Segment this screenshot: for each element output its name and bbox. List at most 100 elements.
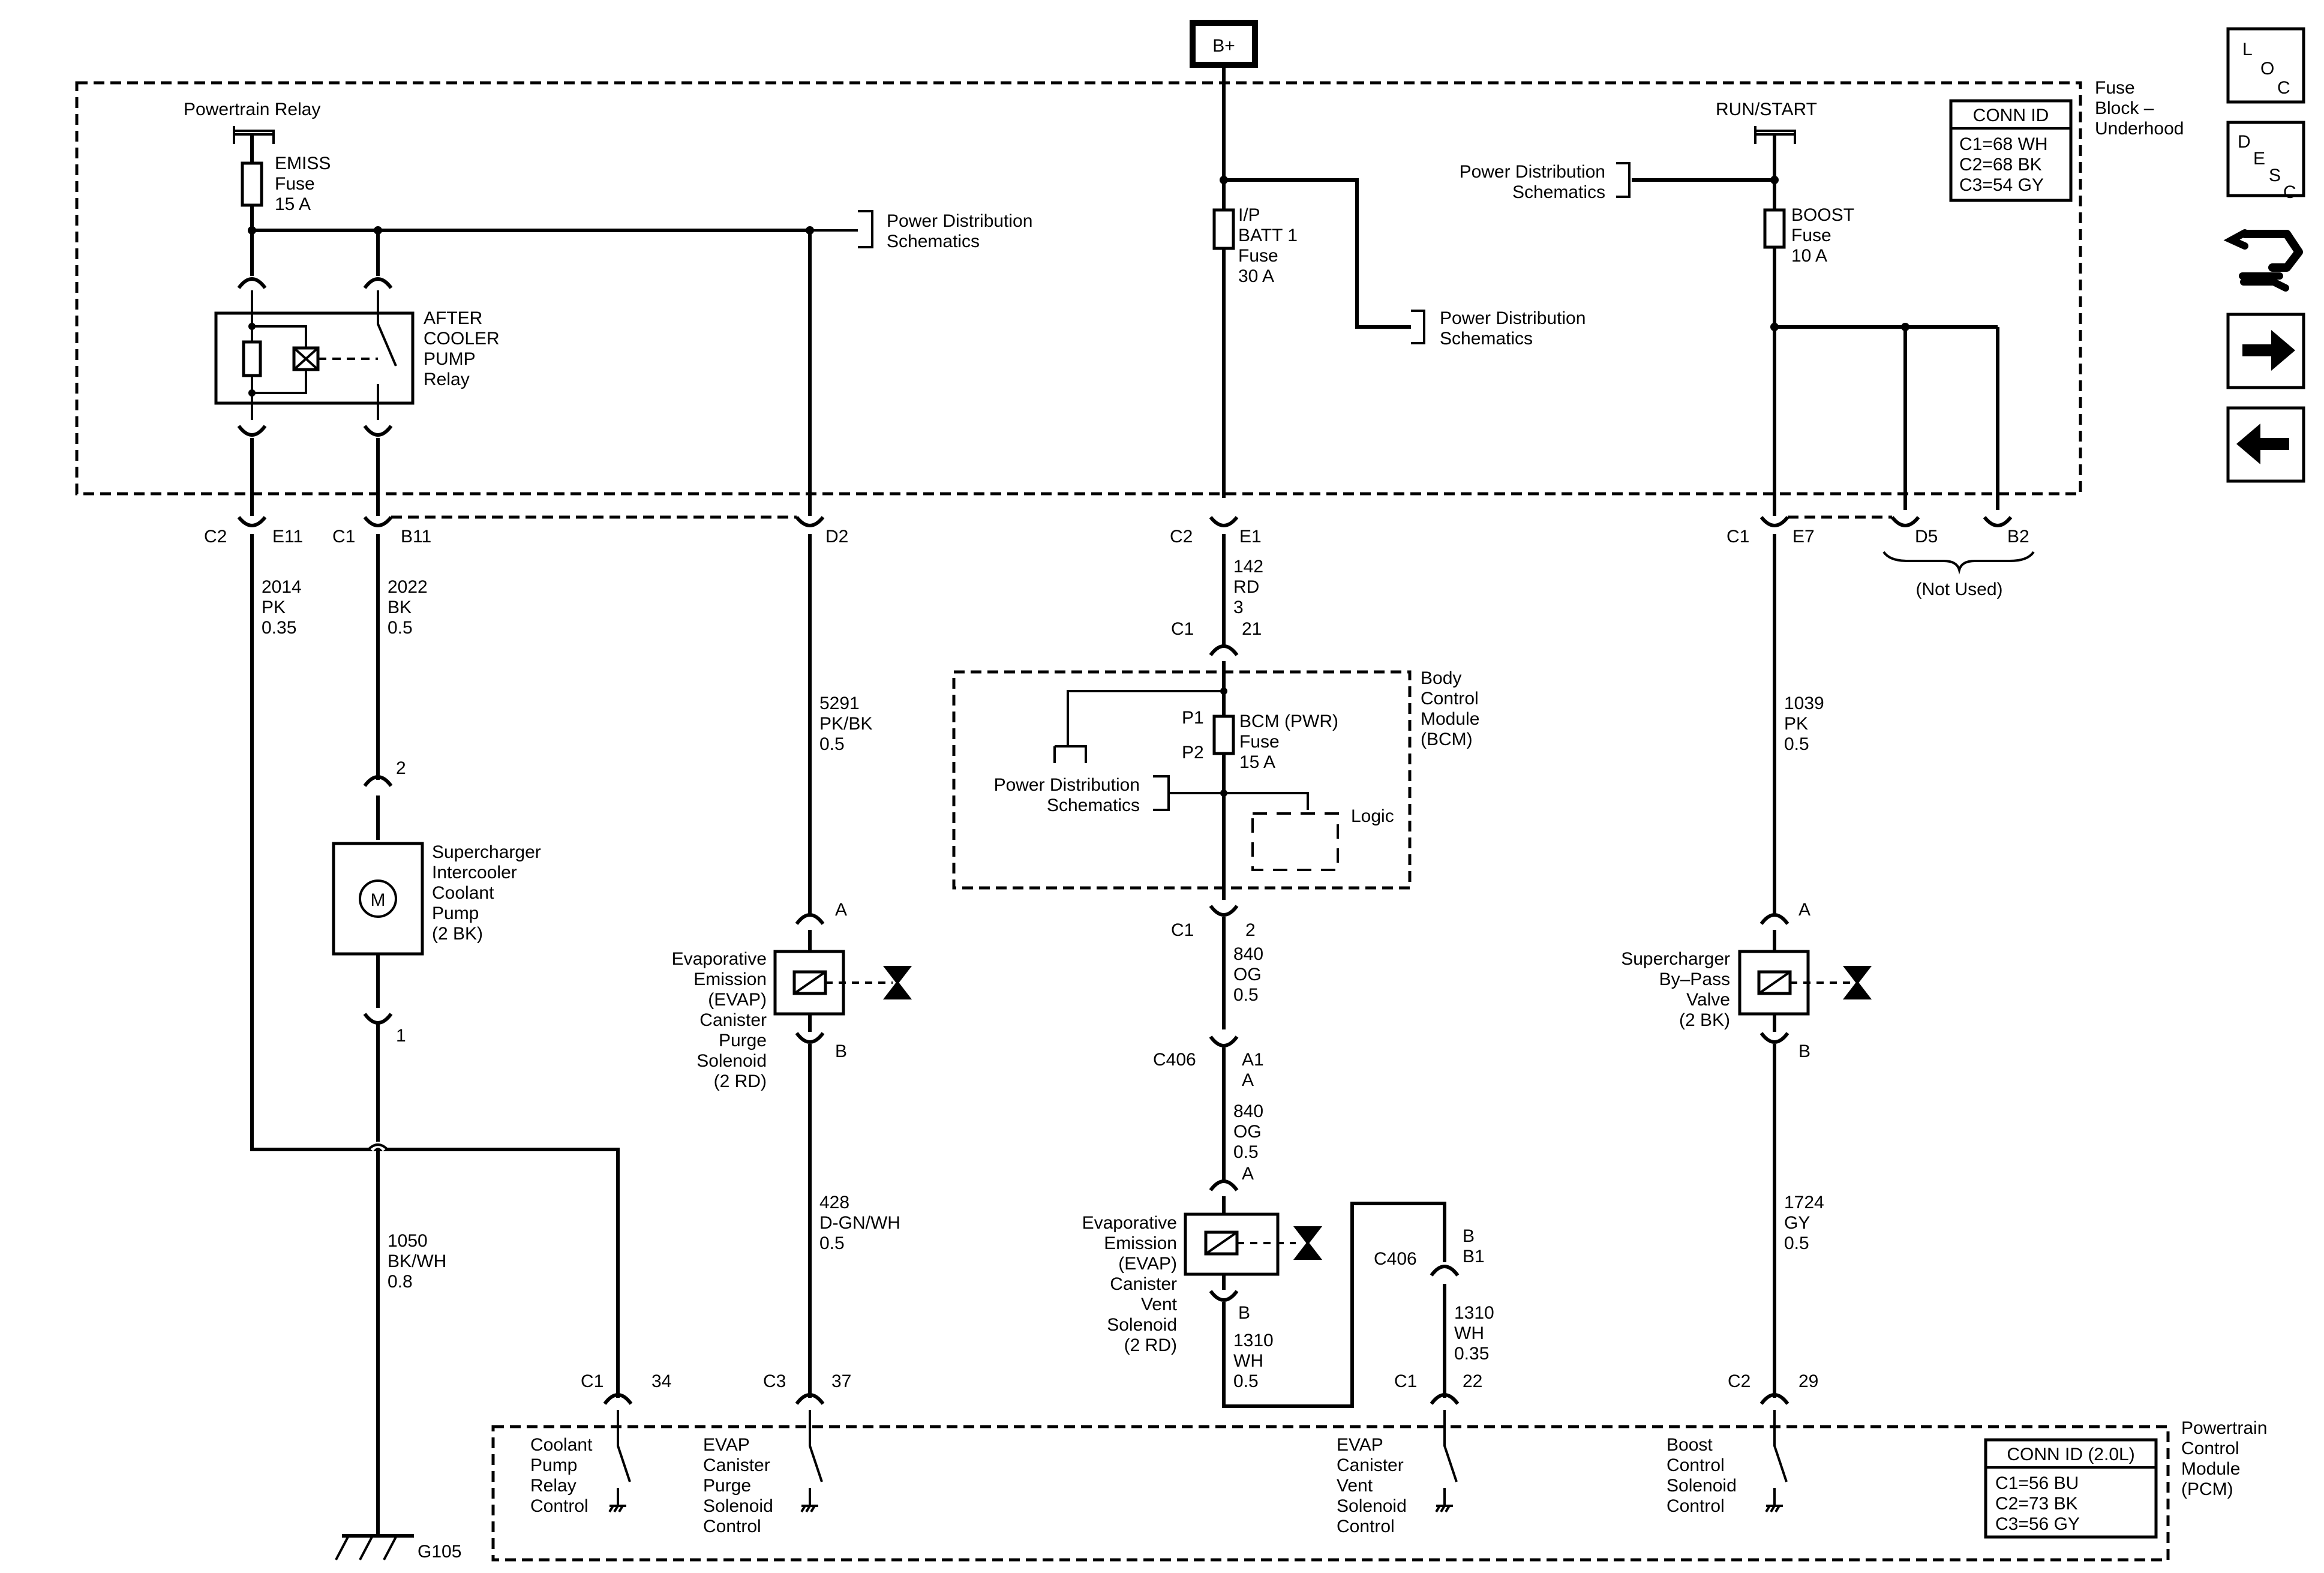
evap-canister-purge-solenoid: Evaporative Emission (EVAP) Canister Pur…	[672, 949, 912, 1091]
svg-text:Power Distribution: Power Distribution	[994, 775, 1140, 795]
svg-text:0.5: 0.5	[1233, 1142, 1259, 1162]
emiss-fuse: EMISS Fuse 15 A	[241, 154, 331, 214]
pcm-conn-id: CONN ID (2.0L) C1=56 BU C2=73 BK C3=56 G…	[1984, 1438, 2158, 1539]
wire-1050: 1050 BK/WH 0.8	[388, 1231, 446, 1292]
svg-text:1310: 1310	[1454, 1303, 1494, 1323]
supercharger-intercooler-coolant-pump: M Supercharger Intercooler Coolant Pump …	[332, 842, 541, 956]
previous-page-button[interactable]	[2226, 406, 2305, 483]
svg-text:B: B	[1463, 1226, 1475, 1246]
svg-text:2014: 2014	[262, 577, 302, 597]
svg-text:B: B	[1238, 1303, 1250, 1323]
supercharger-bypass-valve: Supercharger By–Pass Valve (2 BK)	[1621, 949, 1872, 1030]
svg-text:(2 BK): (2 BK)	[1679, 1010, 1730, 1030]
connector-diagram-icon[interactable]	[2223, 229, 2303, 292]
wire-142: 142 RD 3	[1233, 557, 1263, 617]
location-button[interactable]: L O C	[2226, 27, 2305, 104]
next-page-button[interactable]	[2226, 313, 2305, 389]
svg-text:3: 3	[1233, 598, 1244, 617]
svg-text:C2: C2	[204, 527, 227, 547]
svg-text:WH: WH	[1233, 1351, 1263, 1371]
boost-fuse: BOOST Fuse 10 A	[1763, 205, 1854, 266]
svg-text:Fuse: Fuse	[2095, 78, 2135, 98]
svg-text:2: 2	[396, 758, 406, 778]
svg-text:10 A: 10 A	[1791, 246, 1827, 266]
svg-text:1310: 1310	[1233, 1331, 1274, 1350]
fuse-block-conn-id: CONN ID C1=68 WH C2=68 BK C3=54 GY	[1949, 99, 2073, 202]
pcm-name: Powertrain Control Module (PCM)	[2181, 1418, 2267, 1499]
svg-text:37: 37	[831, 1371, 851, 1391]
description-button[interactable]: D E S C	[2226, 121, 2305, 202]
svg-text:Supercharger: Supercharger	[432, 842, 541, 862]
svg-text:1050: 1050	[388, 1231, 428, 1251]
svg-text:A: A	[1242, 1164, 1254, 1184]
svg-text:15 A: 15 A	[1239, 752, 1275, 772]
svg-text:C1: C1	[1727, 527, 1749, 547]
svg-text:EMISS: EMISS	[275, 154, 331, 173]
svg-text:0.35: 0.35	[262, 618, 296, 638]
svg-text:I/P: I/P	[1238, 205, 1260, 225]
svg-text:C1=68 WH: C1=68 WH	[1959, 134, 2048, 154]
svg-text:(2 RD): (2 RD)	[714, 1071, 767, 1091]
run-start-source	[1754, 126, 1796, 210]
svg-text:0.5: 0.5	[819, 734, 845, 754]
svg-text:C3: C3	[763, 1371, 786, 1391]
svg-text:C1: C1	[332, 527, 355, 547]
svg-text:0.5: 0.5	[1784, 734, 1809, 754]
svg-text:RD: RD	[1233, 577, 1259, 597]
svg-text:D5: D5	[1915, 527, 1938, 547]
svg-text:30 A: 30 A	[1238, 266, 1274, 286]
svg-text:(EVAP): (EVAP)	[1118, 1254, 1177, 1274]
svg-text:C1: C1	[1171, 920, 1194, 940]
svg-text:CONN ID (2.0L): CONN ID (2.0L)	[2007, 1445, 2134, 1464]
svg-text:Pump: Pump	[432, 903, 479, 923]
svg-text:B1: B1	[1463, 1247, 1485, 1266]
svg-text:0.5: 0.5	[1784, 1233, 1809, 1253]
svg-text:Control: Control	[1667, 1496, 1725, 1516]
power-distribution-ref: Power Distribution Schematics	[1411, 308, 1586, 349]
svg-text:C406: C406	[1153, 1050, 1196, 1070]
bplus-source: B+	[1190, 20, 1258, 68]
wire-428: 428 D-GN/WH 0.5	[819, 1193, 900, 1253]
svg-text:OG: OG	[1233, 1122, 1262, 1142]
svg-text:C2=68 BK: C2=68 BK	[1959, 155, 2042, 175]
svg-text:Schematics: Schematics	[1440, 329, 1533, 349]
svg-text:A: A	[1798, 900, 1810, 920]
svg-text:Purge: Purge	[719, 1031, 767, 1050]
svg-text:C2: C2	[1170, 527, 1193, 547]
svg-text:Vent: Vent	[1337, 1476, 1373, 1496]
svg-text:C3=54 GY: C3=54 GY	[1959, 175, 2044, 195]
svg-text:0.5: 0.5	[819, 1233, 845, 1253]
svg-text:(2 RD): (2 RD)	[1124, 1335, 1177, 1355]
svg-text:C: C	[2277, 78, 2290, 98]
svg-text:AFTER: AFTER	[424, 308, 482, 328]
svg-text:C406: C406	[1374, 1249, 1417, 1269]
svg-text:Canister: Canister	[699, 1010, 767, 1030]
wire-840-upper: 840 OG 0.5	[1233, 944, 1263, 1005]
svg-text:PK: PK	[1784, 714, 1808, 734]
bcm-internal: P1 P2 BCM (PWR) Fuse 15 A Power Distribu…	[994, 688, 1394, 871]
svg-text:Body: Body	[1421, 668, 1461, 688]
svg-text:Canister: Canister	[1337, 1455, 1404, 1475]
svg-text:O: O	[2260, 59, 2274, 79]
svg-text:Canister: Canister	[703, 1455, 770, 1475]
svg-text:A: A	[835, 900, 847, 920]
svg-text:(Not Used): (Not Used)	[1915, 580, 2002, 599]
svg-text:M: M	[371, 890, 386, 910]
svg-text:840: 840	[1233, 944, 1263, 964]
svg-text:1: 1	[396, 1026, 406, 1046]
svg-text:COOLER: COOLER	[424, 329, 500, 349]
svg-text:Emission: Emission	[1104, 1233, 1177, 1253]
svg-text:Module: Module	[2181, 1459, 2240, 1479]
svg-text:Control: Control	[1421, 689, 1479, 709]
svg-text:BK/WH: BK/WH	[388, 1251, 446, 1271]
wire-5291: 5291 PK/BK 0.5	[819, 694, 872, 754]
svg-text:BOOST: BOOST	[1791, 205, 1854, 225]
svg-text:C1: C1	[1171, 619, 1194, 639]
svg-text:(EVAP): (EVAP)	[708, 990, 767, 1010]
svg-text:P2: P2	[1182, 743, 1204, 763]
svg-text:EVAP: EVAP	[703, 1435, 750, 1455]
svg-text:Relay: Relay	[424, 370, 470, 389]
svg-text:(2 BK): (2 BK)	[432, 924, 483, 944]
svg-text:Boost: Boost	[1667, 1435, 1713, 1455]
